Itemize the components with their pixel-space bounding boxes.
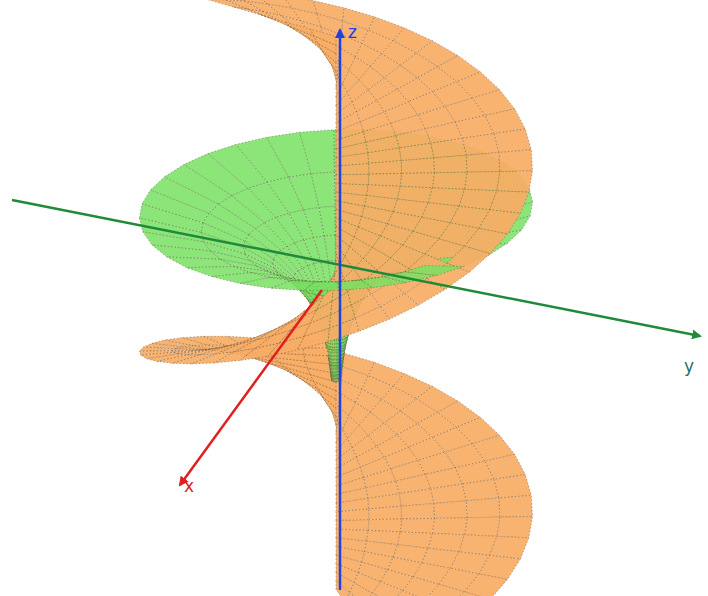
axis-label: z <box>348 24 357 41</box>
funnel-patch <box>333 350 335 366</box>
helicoid-patch <box>207 0 247 9</box>
funnel-patch <box>332 365 334 381</box>
funnel-patch <box>271 281 314 291</box>
z-axis <box>339 30 342 590</box>
helicoid-patch <box>399 489 434 506</box>
y-axis <box>12 200 700 336</box>
funnel-patch <box>329 349 332 366</box>
helicoid-patch <box>432 518 467 535</box>
helicoid-patch <box>462 479 499 501</box>
helicoid-patch <box>368 173 401 186</box>
helicoid-patch <box>431 138 467 158</box>
helicoid-patch <box>328 318 359 341</box>
helicoid-patch <box>368 519 401 532</box>
helicoid-patch <box>431 484 467 504</box>
helicoid-patch <box>400 173 434 188</box>
helicoid-patch <box>462 134 499 156</box>
helicoid-patch <box>466 498 500 518</box>
funnel-patch <box>337 366 339 382</box>
helicoid-patch <box>466 153 500 173</box>
helicoid-patch <box>391 591 425 596</box>
x-axis <box>180 290 322 485</box>
funnel-patch <box>330 349 333 365</box>
helicoid-patch <box>465 517 500 536</box>
helicoid-patch <box>372 582 402 596</box>
helicoid-patch <box>399 143 434 160</box>
helicoid-patch <box>497 517 533 538</box>
helicoid-patch <box>494 475 532 499</box>
funnel-patch <box>167 257 234 268</box>
helicoid-patch <box>401 158 434 174</box>
helicoid-patch <box>499 150 533 172</box>
axis-label: x <box>184 478 194 495</box>
helicoid-patch <box>355 307 389 332</box>
helicoid-patch <box>465 172 500 191</box>
helicoid-patch <box>465 574 508 596</box>
helicoid-patch <box>285 22 314 36</box>
helicoid-patch <box>259 14 292 27</box>
axis-label: y <box>684 358 694 375</box>
funnel-patch <box>331 365 333 382</box>
surfaces <box>139 0 532 596</box>
helicoid-patch <box>425 584 465 596</box>
helicoid-patch <box>432 172 467 189</box>
helicoid-patch <box>434 155 467 173</box>
helicoid-patch <box>369 506 402 519</box>
helicoid-patch <box>401 504 434 520</box>
helicoid-patch <box>298 328 330 350</box>
funnel-patch <box>333 366 335 382</box>
funnel-patch <box>334 366 336 382</box>
funnel-patch <box>338 280 373 290</box>
helicoid-patch <box>363 593 390 596</box>
helicoid-patch <box>447 592 490 596</box>
helicoid-patch <box>233 7 269 18</box>
helicoid-patch <box>400 518 434 533</box>
helicoid-patch <box>369 161 402 175</box>
helicoid-patch <box>497 171 533 192</box>
helicoid-patch <box>310 29 336 45</box>
helicoid-patch <box>490 536 529 559</box>
funnel-patch <box>152 245 220 259</box>
helicoid-patch <box>499 495 533 517</box>
helicoid-patch <box>490 191 529 214</box>
helicoid-patch <box>494 129 532 153</box>
helicoid-patch <box>434 501 467 519</box>
